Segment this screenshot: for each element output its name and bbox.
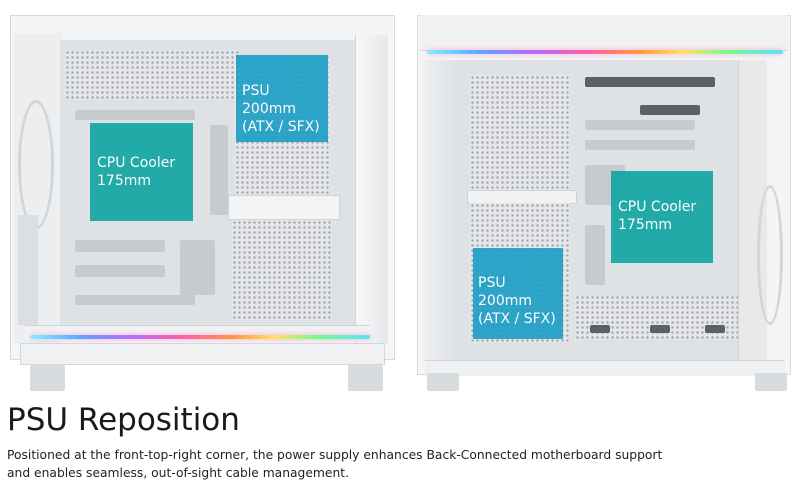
- psu-callout-line: PSU 200mm: [478, 275, 532, 309]
- foot-right: [348, 365, 383, 391]
- fan-ring: [18, 100, 54, 230]
- cpu-callout-right: CPU Cooler 175mm: [611, 171, 713, 263]
- description-line: and enables seamless, out-of-sight cable…: [7, 466, 349, 480]
- rgb-strip: [30, 335, 370, 339]
- psu-callout-line: (ATX / SFX): [478, 311, 556, 327]
- right-case-image: CPU Cooler 175mm PSU 200mm (ATX / SFX): [415, 15, 795, 393]
- top-cap: [420, 15, 788, 51]
- shroud-ledge: [467, 190, 577, 204]
- shroud-ledge: [228, 195, 340, 220]
- side-glass-frame: [355, 35, 388, 345]
- left-case-image: PSU 200mm (ATX / SFX) CPU Cooler 175mm: [10, 15, 395, 393]
- description-line: Positioned at the front-top-right corner…: [7, 448, 663, 462]
- foot-right: [755, 373, 787, 391]
- front-panel: [423, 60, 461, 365]
- cpu-callout-left: CPU Cooler 175mm: [90, 123, 193, 221]
- cpu-callout-line: CPU Cooler: [97, 155, 176, 171]
- cpu-callout-line: 175mm: [97, 173, 151, 189]
- foot-left: [427, 373, 459, 391]
- psu-callout-right: PSU 200mm (ATX / SFX): [473, 248, 563, 339]
- case-base: [425, 360, 785, 376]
- rgb-strip: [427, 50, 783, 54]
- top-mesh: [65, 50, 240, 100]
- bottom-mesh: [575, 295, 745, 340]
- section-heading: PSU Reposition: [7, 402, 240, 438]
- slot-covers: [18, 215, 38, 325]
- fan-ring: [757, 185, 783, 325]
- foot-left: [30, 365, 65, 391]
- psu-callout-line: PSU 200mm: [242, 83, 296, 117]
- psu-callout-line: (ATX / SFX): [242, 119, 320, 135]
- cpu-callout-line: CPU Cooler: [618, 199, 697, 215]
- psu-callout-left: PSU 200mm (ATX / SFX): [236, 55, 328, 142]
- cpu-callout-line: 175mm: [618, 217, 672, 233]
- right-mesh-lower: [232, 220, 332, 320]
- case-base: [20, 343, 385, 365]
- left-mesh-upper: [470, 75, 570, 195]
- section-description: Positioned at the front-top-right corner…: [7, 446, 787, 482]
